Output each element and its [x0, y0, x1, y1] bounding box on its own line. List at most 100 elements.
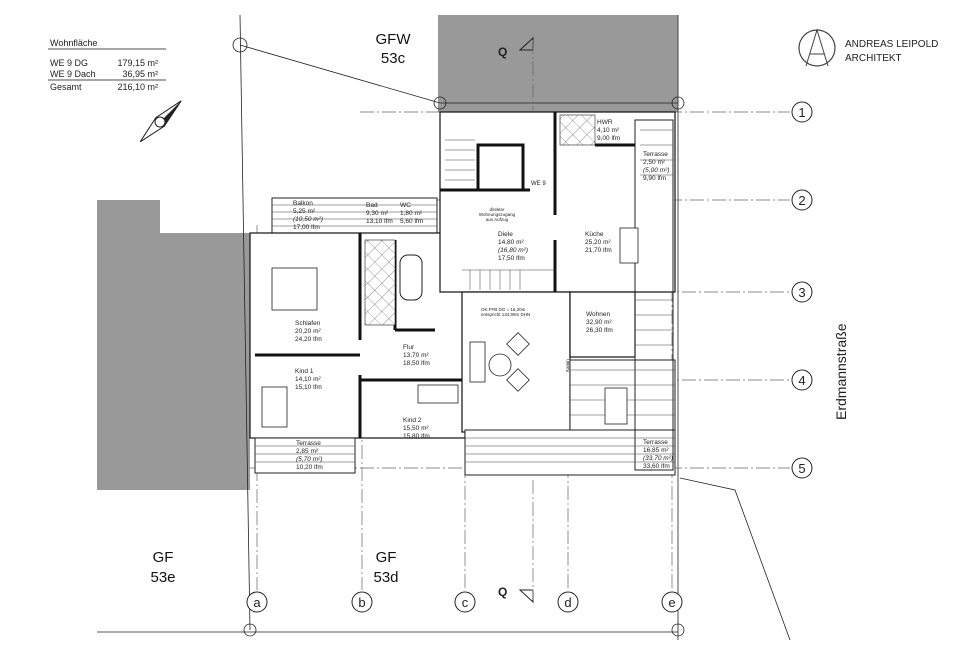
- area-row-label: WE 9 DG: [50, 58, 88, 68]
- plan-text: 14,80 m²: [498, 239, 524, 246]
- plan-text: Terrasse: [296, 440, 321, 447]
- unit-label: WE 9: [531, 181, 546, 187]
- room-label-schlafen: Schlafen 20,20 m² 24,20 lfm: [295, 320, 322, 343]
- area-table-title: Wohnfläche: [50, 38, 97, 48]
- plan-text: 53d: [373, 569, 398, 586]
- section-marker-top: Q: [498, 36, 534, 110]
- room-label-kind2: Kind 2 15,50 m² 15,80 lfm: [403, 417, 430, 440]
- kamin-label: Kamin: [565, 359, 570, 372]
- area-row-value: 216,10 m²: [117, 82, 158, 92]
- axis-col-d: d: [564, 595, 571, 610]
- room-label-terrasse-se: Terrasse 16,85 m² (33,70 m²) 33,60 lfm: [643, 439, 673, 470]
- plan-text: 18,50 lfm: [403, 360, 430, 367]
- plan-text: 24,20 lfm: [295, 336, 322, 343]
- level-note: OK FFB DG = 16,20m entspricht 134,99m DH…: [481, 307, 530, 317]
- plan-text: HWR: [597, 119, 613, 126]
- axis-row-1: 1: [798, 105, 805, 120]
- neighbor-label-gfw: GFW 53c: [376, 31, 412, 67]
- street-name: Erdmannstraße: [833, 323, 849, 420]
- room-label-bad: Bad 9,30 m² 13,10 lfm: [366, 202, 393, 225]
- lot-lines: [97, 14, 791, 641]
- plan-text: 9,00 lfm: [597, 135, 620, 142]
- plan-text: Terrasse: [643, 151, 668, 158]
- room-label-kueche: Küche 25,20 m² 21,70 lfm: [585, 231, 612, 254]
- plan-text: 13,10 lfm: [366, 218, 393, 225]
- plan-text: 9,30 m²: [366, 210, 389, 217]
- room-label-terrasse-sw: Terrasse 2,85 m² (5,70 m²) 10,20 lfm: [296, 440, 323, 471]
- plan-text: 5,25 m²: [293, 208, 316, 215]
- plan-text: Terrasse: [643, 439, 668, 446]
- plan-text: 17,00 lfm: [293, 224, 320, 231]
- plan-text: Wohnen: [586, 311, 610, 318]
- room-label-terrasse-ne: Terrasse 2,50 m² (5,00 m²) 9,90 lfm: [643, 151, 669, 182]
- room-label-diele: Diele 14,80 m² (16,80 m²) 17,50 lfm: [498, 231, 528, 262]
- plan-text: WC: [400, 202, 411, 209]
- axis-markers-cols: a b c d e: [246, 591, 683, 613]
- plan-text: Diele: [498, 231, 513, 238]
- plan-text: Küche: [585, 231, 604, 238]
- plan-text: Kind 1: [295, 368, 314, 375]
- plan-text: 26,30 lfm: [586, 327, 613, 334]
- plan-text: (5,70 m²): [296, 456, 322, 463]
- neighbor-building-west: [97, 200, 250, 490]
- axis-row-3: 3: [798, 285, 805, 300]
- axis-col-e: e: [668, 595, 675, 610]
- lift-note: direkter Wohnungszugang aus Aufzug: [479, 207, 516, 222]
- axis-row-4: 4: [798, 373, 805, 388]
- plan-text: 10,20 lfm: [296, 464, 323, 471]
- plan-text: 33,60 lfm: [643, 463, 670, 470]
- neighbor-building-gfw: [438, 15, 678, 112]
- plan-text: aus Aufzug: [486, 217, 509, 222]
- area-row-label: WE 9 Dach: [50, 69, 96, 79]
- axis-markers-rows: 1 2 3 4 5: [791, 101, 813, 479]
- plan-text: GF: [153, 549, 174, 566]
- plan-text: Wohnungszugang: [479, 212, 516, 217]
- plan-text: 4,10 m²: [597, 127, 620, 134]
- room-label-hwr: HWR 4,10 m² 9,00 lfm: [597, 119, 620, 142]
- plan-text: 2,50 m²: [643, 159, 666, 166]
- plan-text: 2,85 m²: [296, 448, 319, 455]
- plan-text: Q: [498, 45, 507, 59]
- building: [249, 111, 676, 476]
- room-label-flur: Flur 13,70 m² 18,50 lfm: [403, 344, 430, 367]
- plan-text: Kind 2: [403, 417, 422, 424]
- section-marker-bottom: Q: [498, 480, 534, 604]
- area-row-label: Gesamt: [50, 82, 82, 92]
- axis-row-5: 5: [798, 461, 805, 476]
- area-row-value: 36,95 m²: [122, 69, 158, 79]
- room-label-wohnen: Wohnen 32,90 m² 26,30 lfm: [586, 311, 613, 334]
- plan-text: OK FFB DG = 16,20m: [481, 307, 526, 312]
- plan-text: 15,50 m²: [403, 425, 429, 432]
- plan-text: direkter: [489, 207, 505, 212]
- plan-text: (10,50 m²): [293, 216, 323, 223]
- plan-text: 14,10 m²: [295, 376, 321, 383]
- plan-text: 9,90 lfm: [643, 175, 666, 182]
- architect-logo: ANDREAS LEIPOLD ARCHITEKT: [798, 28, 938, 67]
- plan-text: 21,70 lfm: [585, 247, 612, 254]
- room-label-balkon: Balkon 5,25 m² (10,50 m²) 17,00 lfm: [293, 200, 323, 231]
- plan-text: 5,60 lfm: [400, 218, 423, 225]
- area-table: Wohnfläche WE 9 DG 179,15 m² WE 9 Dach 3…: [48, 38, 166, 92]
- plan-text: (16,80 m²): [498, 247, 528, 254]
- plan-text: GF: [376, 549, 397, 566]
- neighbor-label-gf-53e: GF 53e: [150, 549, 175, 586]
- plan-text: 15,80 lfm: [403, 433, 430, 440]
- plan-text: 53c: [381, 50, 406, 67]
- plan-text: entspricht 134,99m DHN: [481, 312, 530, 317]
- plan-text: Flur: [403, 344, 415, 351]
- plan-text: Schlafen: [295, 320, 321, 327]
- plan-text: 32,90 m²: [586, 319, 612, 326]
- plan-text: 20,20 m²: [295, 328, 321, 335]
- plan-text: Balkon: [293, 200, 313, 207]
- plan-text: Q: [498, 585, 507, 599]
- area-row-value: 179,15 m²: [117, 58, 158, 68]
- axis-row-2: 2: [798, 193, 805, 208]
- neighbor-label-gf-53d: GF 53d: [373, 549, 398, 586]
- axis-col-a: a: [253, 595, 261, 610]
- balcony: [271, 197, 438, 234]
- plan-text: 53e: [150, 569, 175, 586]
- axis-col-c: c: [462, 595, 469, 610]
- architect-name: ANDREAS LEIPOLD: [845, 39, 938, 50]
- plan-text: (5,00 m²): [643, 167, 669, 174]
